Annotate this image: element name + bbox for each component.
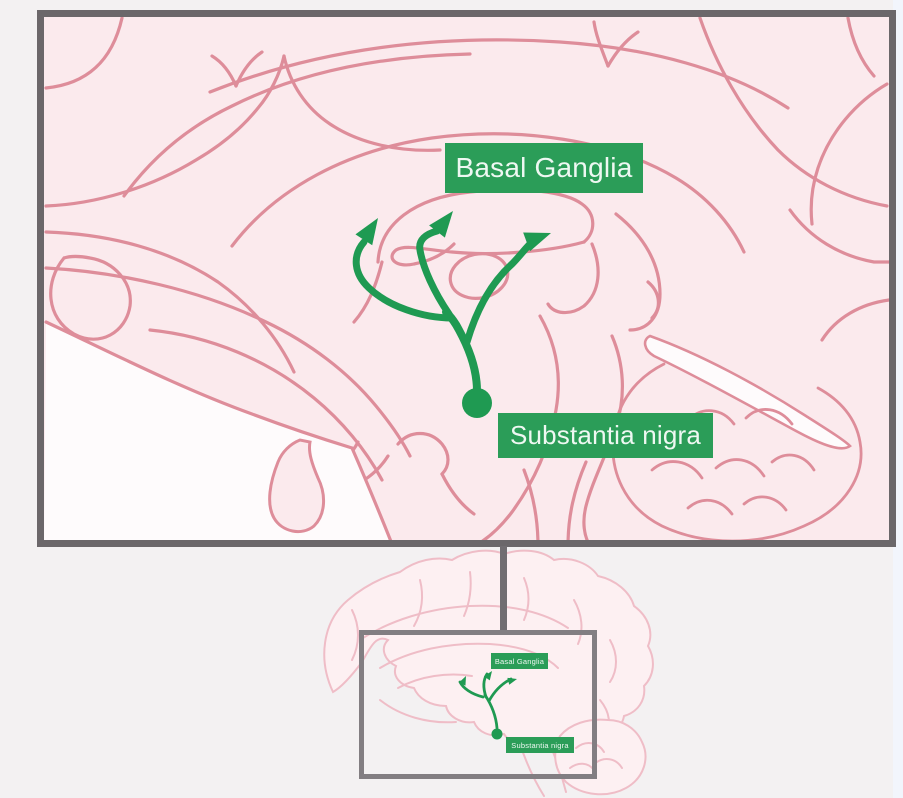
pituitary-outline: [268, 438, 325, 534]
zoom-connector-line: [500, 546, 507, 631]
detail-panel-frame: [37, 10, 896, 547]
basal-ganglia-label: Basal Ganglia: [445, 143, 643, 193]
cortex-linework: [44, 17, 889, 540]
overview-substantia-nigra-label: Substantia nigra: [506, 737, 574, 753]
right-edge-strip: [893, 0, 903, 798]
overview-focus-rect: [359, 630, 597, 779]
overview-substantia-nigra-marker: [491, 728, 503, 740]
extracerebral-space: [44, 320, 393, 540]
detail-panel-art: [44, 17, 889, 540]
nigrostriatal-pathway-arrows: [352, 227, 534, 395]
overview-brain: [323, 549, 654, 797]
overview-basal-ganglia-label: Basal Ganglia: [491, 653, 548, 669]
substantia-nigra-label: Substantia nigra: [498, 413, 713, 458]
tentorium-sliver: [643, 334, 852, 450]
substantia-nigra-marker: [462, 388, 492, 418]
